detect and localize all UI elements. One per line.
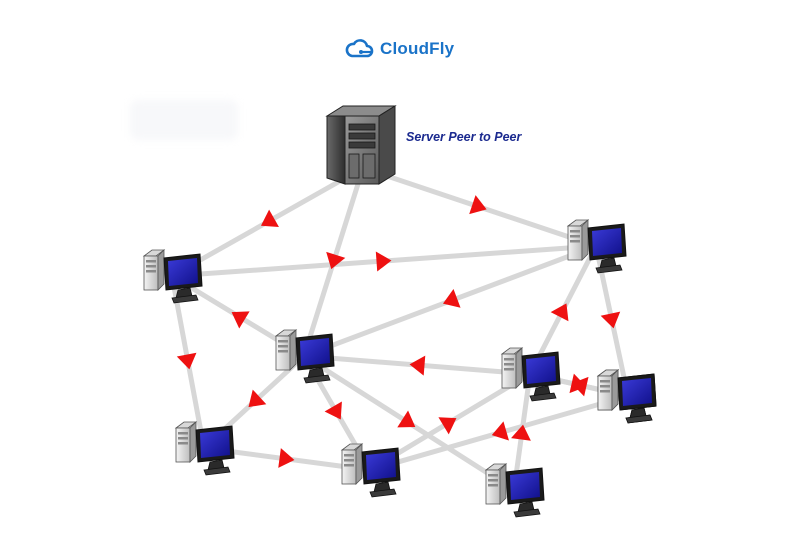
direction-arrow xyxy=(278,448,295,468)
direction-arrow xyxy=(511,424,531,441)
cloud-icon xyxy=(345,39,374,58)
direction-arrow xyxy=(438,417,457,435)
computer-icon xyxy=(500,347,561,402)
direction-arrow xyxy=(326,251,346,270)
computer-icon xyxy=(274,329,335,384)
computer-icon xyxy=(484,463,545,518)
direction-arrow xyxy=(491,421,509,441)
direction-arrow xyxy=(569,373,587,394)
direction-arrow xyxy=(176,352,197,370)
direction-arrow xyxy=(550,303,569,322)
server-tower-icon xyxy=(325,105,397,185)
direction-arrow xyxy=(231,311,250,329)
direction-arrow xyxy=(324,401,342,420)
arrows-layer xyxy=(176,195,621,468)
computer-icon xyxy=(566,219,627,274)
nodes-layer xyxy=(142,105,657,518)
computer-icon xyxy=(142,249,203,304)
direction-arrow xyxy=(409,355,426,376)
brand-name: CloudFly xyxy=(380,39,455,58)
computer-icon xyxy=(174,421,235,476)
server-label: Server Peer to Peer xyxy=(406,130,522,144)
direction-arrow xyxy=(248,389,267,408)
links-layer xyxy=(169,165,631,493)
computer-icon xyxy=(596,369,657,424)
direction-arrow xyxy=(375,251,392,272)
direction-arrow xyxy=(469,195,487,215)
brand-logo: CloudFly xyxy=(344,36,454,62)
direction-arrow xyxy=(442,288,461,308)
direction-arrow xyxy=(600,311,621,329)
computer-icon xyxy=(340,443,401,498)
direction-arrow xyxy=(397,410,416,428)
direction-arrow xyxy=(260,209,279,228)
blurred-watermark xyxy=(130,100,238,140)
